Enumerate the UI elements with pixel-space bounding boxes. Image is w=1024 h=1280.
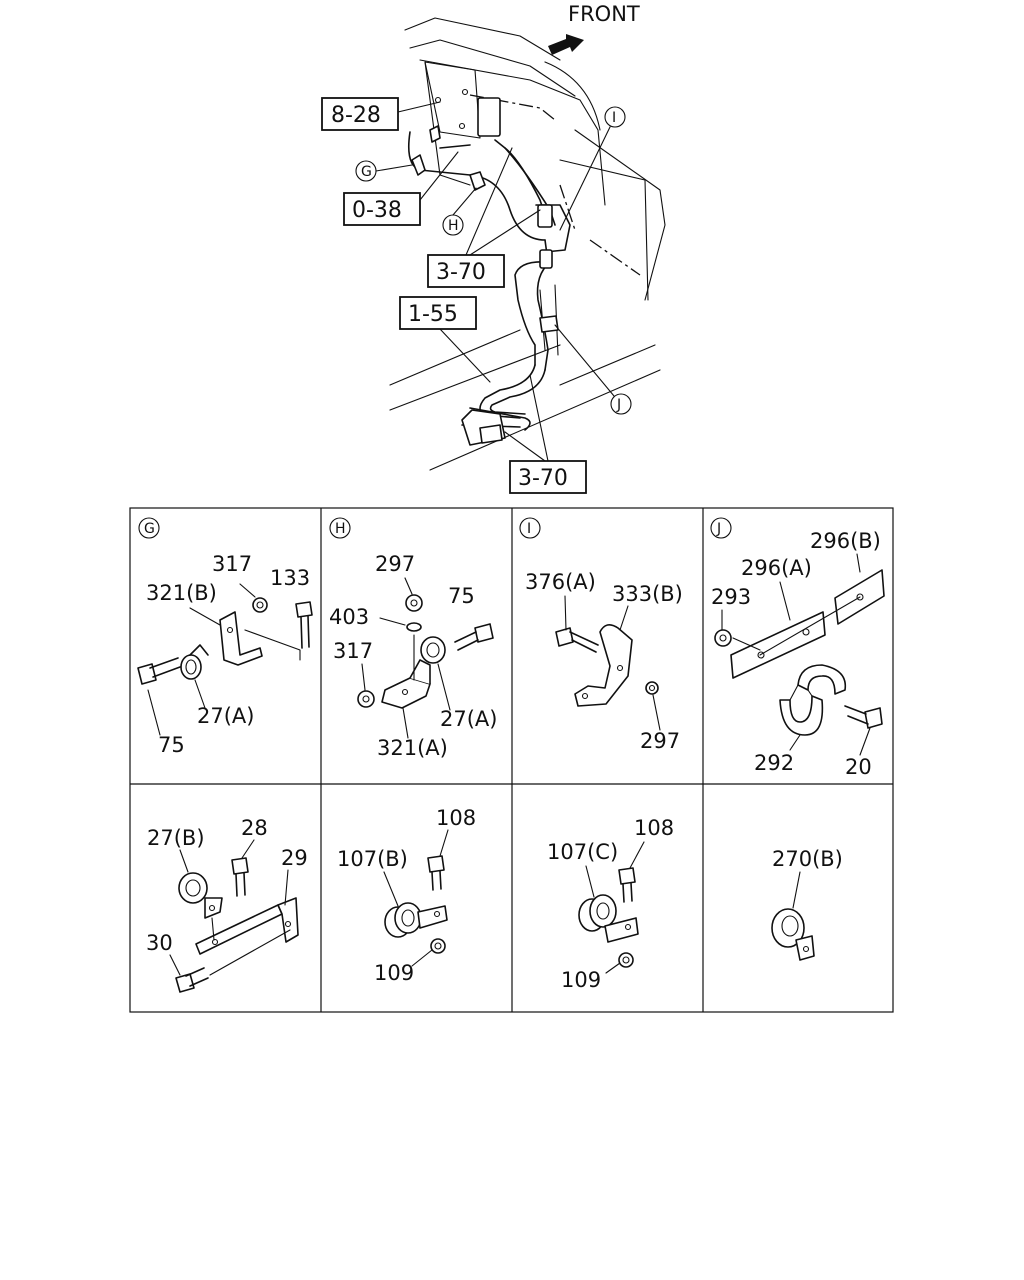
- clamp-292: [779, 664, 847, 736]
- panel-g-label-27a: 27(A): [197, 704, 254, 728]
- panel-h-label-317: 317: [333, 639, 373, 663]
- cab-body-outline: [389, 17, 666, 471]
- bracket-321b: [219, 611, 263, 666]
- bolt-108: [427, 855, 445, 891]
- washer-403: [406, 622, 422, 632]
- bolt-75-h: [454, 623, 494, 651]
- panel-j: J 296(B) 296(A) 293 292 20: [710, 517, 885, 779]
- front-arrow-icon: [548, 34, 584, 55]
- panel-h: H 297 75 403 317 27(A) 321(A): [329, 517, 497, 760]
- callout-h: H: [448, 218, 459, 234]
- bolt-376a: [555, 627, 599, 653]
- panel-h-label-27a: 27(A): [440, 707, 497, 731]
- panel-5-label-29: 29: [281, 846, 308, 870]
- ref-0-38: 0-38: [352, 198, 402, 223]
- panel-g: G 317 133 321(B) 27(A) 75: [137, 517, 313, 757]
- bolt-28: [231, 857, 249, 897]
- panel-6-label-109: 109: [374, 961, 414, 985]
- clip-27a-h: [420, 636, 446, 664]
- nut-317: [252, 597, 268, 613]
- brake-pipes: [407, 131, 571, 446]
- callout-i: I: [612, 110, 616, 126]
- panel-6: 108 107(B) 109: [337, 806, 476, 985]
- main-assembly-drawing: FRONT: [321, 2, 666, 494]
- mounting-plate: [424, 61, 501, 139]
- panel-5: 27(B) 28 29 30: [146, 816, 308, 993]
- detail-grid: [129, 507, 894, 1013]
- bolt-75: [137, 657, 181, 685]
- clip-107c: [578, 894, 639, 943]
- panel-h-label-321a: 321(A): [377, 736, 448, 760]
- nut-109: [430, 938, 446, 954]
- clip-107b: [384, 902, 448, 938]
- panel-i-label-297: 297: [640, 729, 680, 753]
- nut-297: [405, 594, 423, 612]
- panel-j-label-293: 293: [711, 585, 751, 609]
- panel-j-label-292: 292: [754, 751, 794, 775]
- front-label: FRONT: [568, 2, 640, 26]
- clip-27b: [178, 872, 223, 919]
- panel-g-label-133: 133: [270, 566, 310, 590]
- panel-g-label-321b: 321(B): [146, 581, 217, 605]
- panel-5-label-27b: 27(B): [147, 826, 205, 850]
- panel-8: 270(B): [771, 847, 843, 961]
- panel-5-label-28: 28: [241, 816, 268, 840]
- panel-8-label-270b: 270(B): [772, 847, 843, 871]
- panel-i-label-376a: 376(A): [525, 570, 596, 594]
- ref-3-70-bottom: 3-70: [518, 466, 568, 491]
- clip-27a: [180, 644, 209, 680]
- panel-i: I 376(A) 333(B) 297: [519, 517, 683, 753]
- ref-1-55: 1-55: [408, 302, 458, 327]
- panel-h-label-75: 75: [448, 584, 475, 608]
- bracket-333b: [574, 624, 633, 707]
- panel-i-letter: I: [527, 521, 531, 537]
- bolt-108-c: [618, 867, 636, 903]
- nut-293: [714, 629, 732, 647]
- nut-317-h: [357, 690, 375, 708]
- bolt-133: [295, 601, 313, 649]
- panel-h-letter: H: [335, 521, 346, 537]
- panel-j-letter: J: [716, 521, 721, 537]
- panel-7: 108 107(C) 109: [547, 816, 674, 992]
- panel-j-label-296b: 296(B): [810, 529, 881, 553]
- bracket-321a: [381, 659, 431, 709]
- panel-7-label-109: 109: [561, 968, 601, 992]
- callout-g: G: [361, 164, 372, 180]
- bolt-20: [844, 705, 883, 729]
- panel-g-letter: G: [144, 521, 155, 537]
- panel-5-label-30: 30: [146, 931, 173, 955]
- panel-g-label-75: 75: [158, 733, 185, 757]
- nut-109-c: [618, 952, 634, 968]
- ref-3-70-top: 3-70: [436, 260, 486, 285]
- bolt-30: [175, 967, 209, 993]
- clip-270b: [771, 908, 815, 961]
- panel-j-label-20: 20: [845, 755, 872, 779]
- panel-h-label-297: 297: [375, 552, 415, 576]
- panel-i-label-333b: 333(B): [612, 582, 683, 606]
- panel-j-label-296a: 296(A): [741, 556, 812, 580]
- bracket-29: [195, 897, 299, 955]
- nut-297-i: [645, 681, 659, 695]
- panel-7-label-108: 108: [634, 816, 674, 840]
- panel-g-label-317: 317: [212, 552, 252, 576]
- panel-6-label-107b: 107(B): [337, 847, 408, 871]
- pipe-clips: [411, 125, 559, 333]
- ref-8-28: 8-28: [331, 103, 381, 128]
- panel-6-label-108: 108: [436, 806, 476, 830]
- panel-7-label-107c: 107(C): [547, 840, 618, 864]
- panel-h-label-403: 403: [329, 605, 369, 629]
- callout-j: J: [616, 397, 621, 413]
